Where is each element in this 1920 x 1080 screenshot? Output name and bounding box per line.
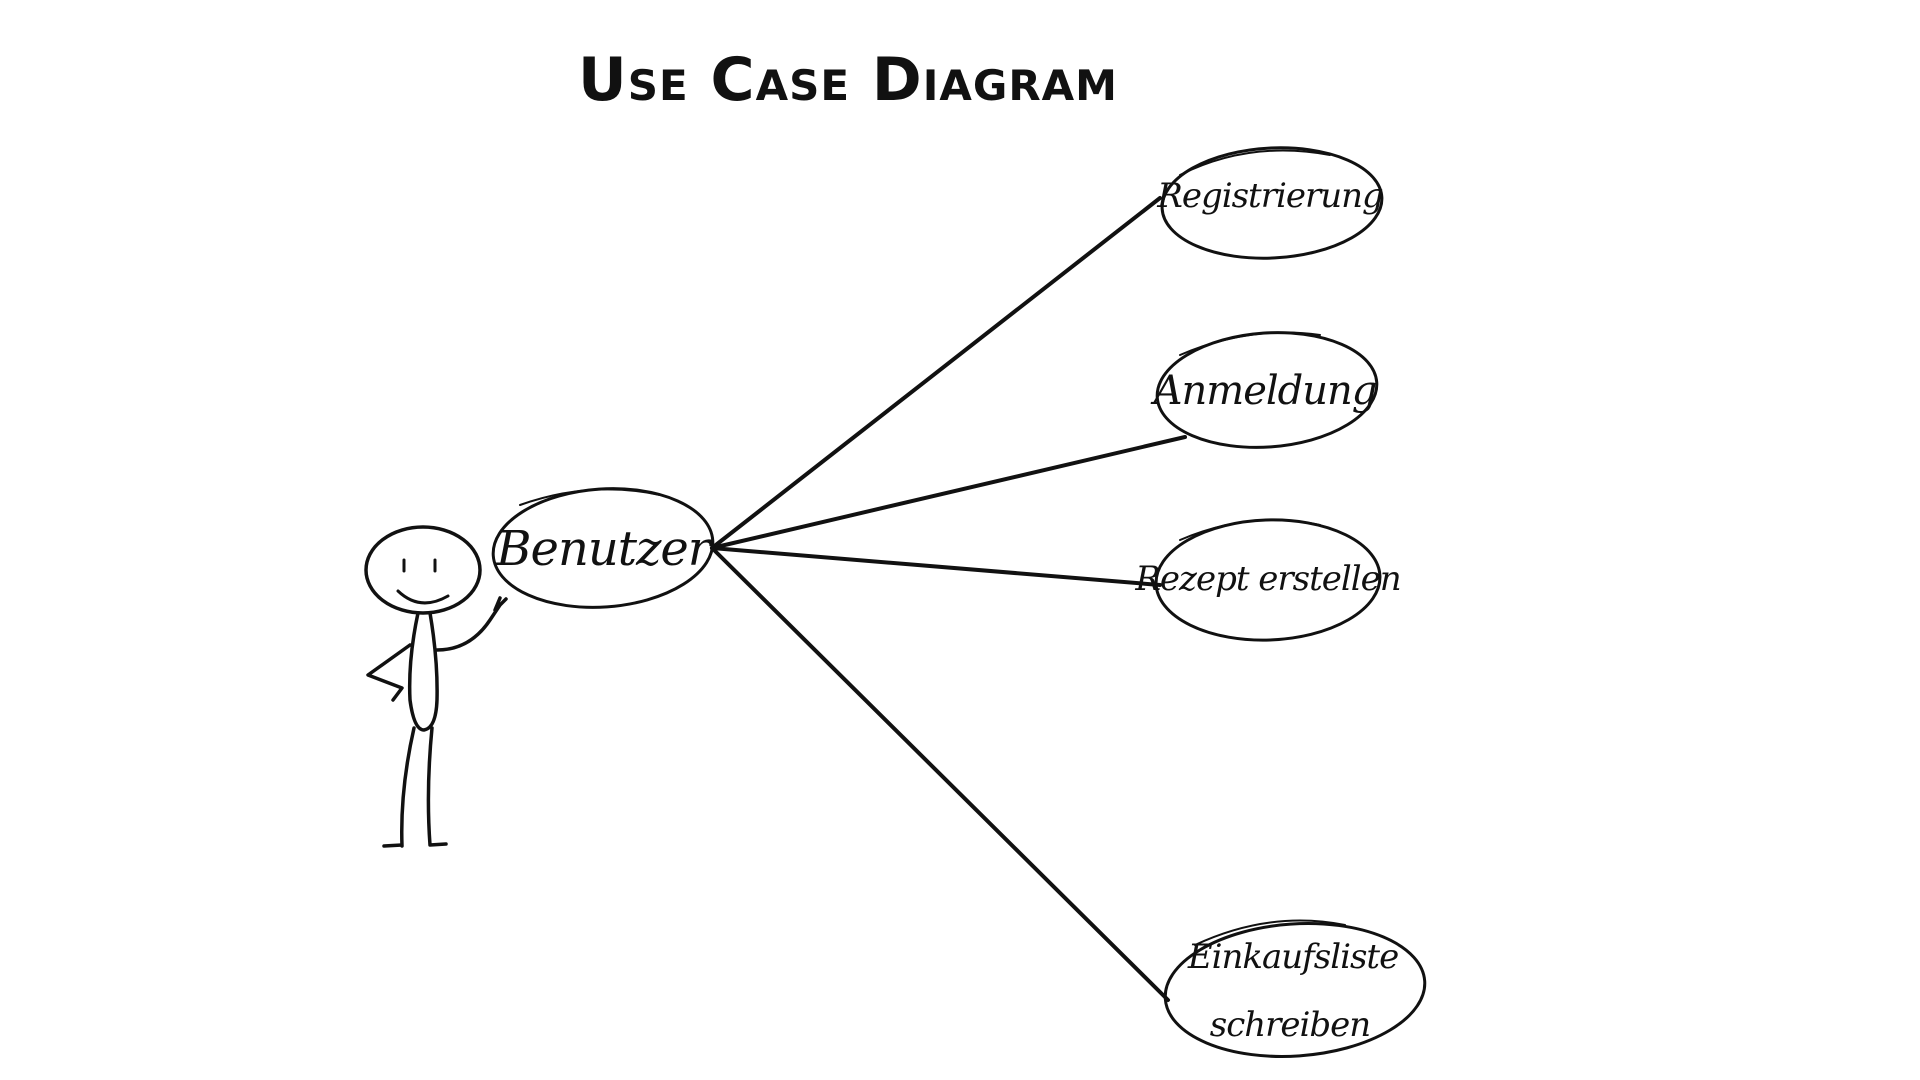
association-anmeldung	[710, 435, 1187, 550]
actor-body	[407, 611, 439, 732]
use-case-label-line-1: Einkaufsliste	[1187, 937, 1398, 977]
use-case-sketch-stroke	[1194, 919, 1346, 946]
actor-left-arm	[366, 643, 412, 702]
actor-right-arm	[435, 596, 508, 652]
association-lines	[710, 196, 1187, 1002]
association-einkaufsliste-schreiben	[710, 546, 1170, 1002]
use-case-sketch-stroke	[1179, 519, 1321, 541]
use-case-sketch-stroke	[1179, 149, 1331, 176]
actor-right-leg	[426, 726, 448, 847]
association-rezept-erstellen	[710, 546, 1162, 587]
use-case-ellipse	[1163, 922, 1427, 1058]
actor-left-leg	[382, 726, 416, 848]
use-case-label-line-2: schreiben	[1210, 1005, 1370, 1045]
diagram-title: Use Case Diagram	[578, 45, 1118, 115]
actor-name-bubble: Benutzer	[491, 487, 715, 609]
actor-smile	[396, 589, 450, 605]
use-case-rezept-erstellen: Rezept erstellen	[1134, 518, 1402, 642]
stick-figure-actor	[364, 525, 508, 848]
use-case-label: Registrierung	[1156, 176, 1383, 216]
association-registrierung	[710, 196, 1162, 550]
use-case-sketch-stroke	[1179, 331, 1321, 356]
use-case-label: Rezept erstellen	[1134, 559, 1400, 599]
actor-label: Benutzer	[495, 521, 713, 577]
use-case-einkaufsliste-schreiben: Einkaufsliste schreiben	[1163, 919, 1427, 1058]
use-case-label: Anmeldung	[1150, 368, 1377, 414]
actor-head	[364, 525, 482, 615]
use-case-ellipse	[1160, 146, 1384, 260]
use-case-registrierung: Registrierung	[1156, 146, 1384, 260]
actor-ellipse-sketch-stroke	[519, 488, 661, 506]
use-case-anmeldung: Anmeldung	[1150, 331, 1379, 449]
